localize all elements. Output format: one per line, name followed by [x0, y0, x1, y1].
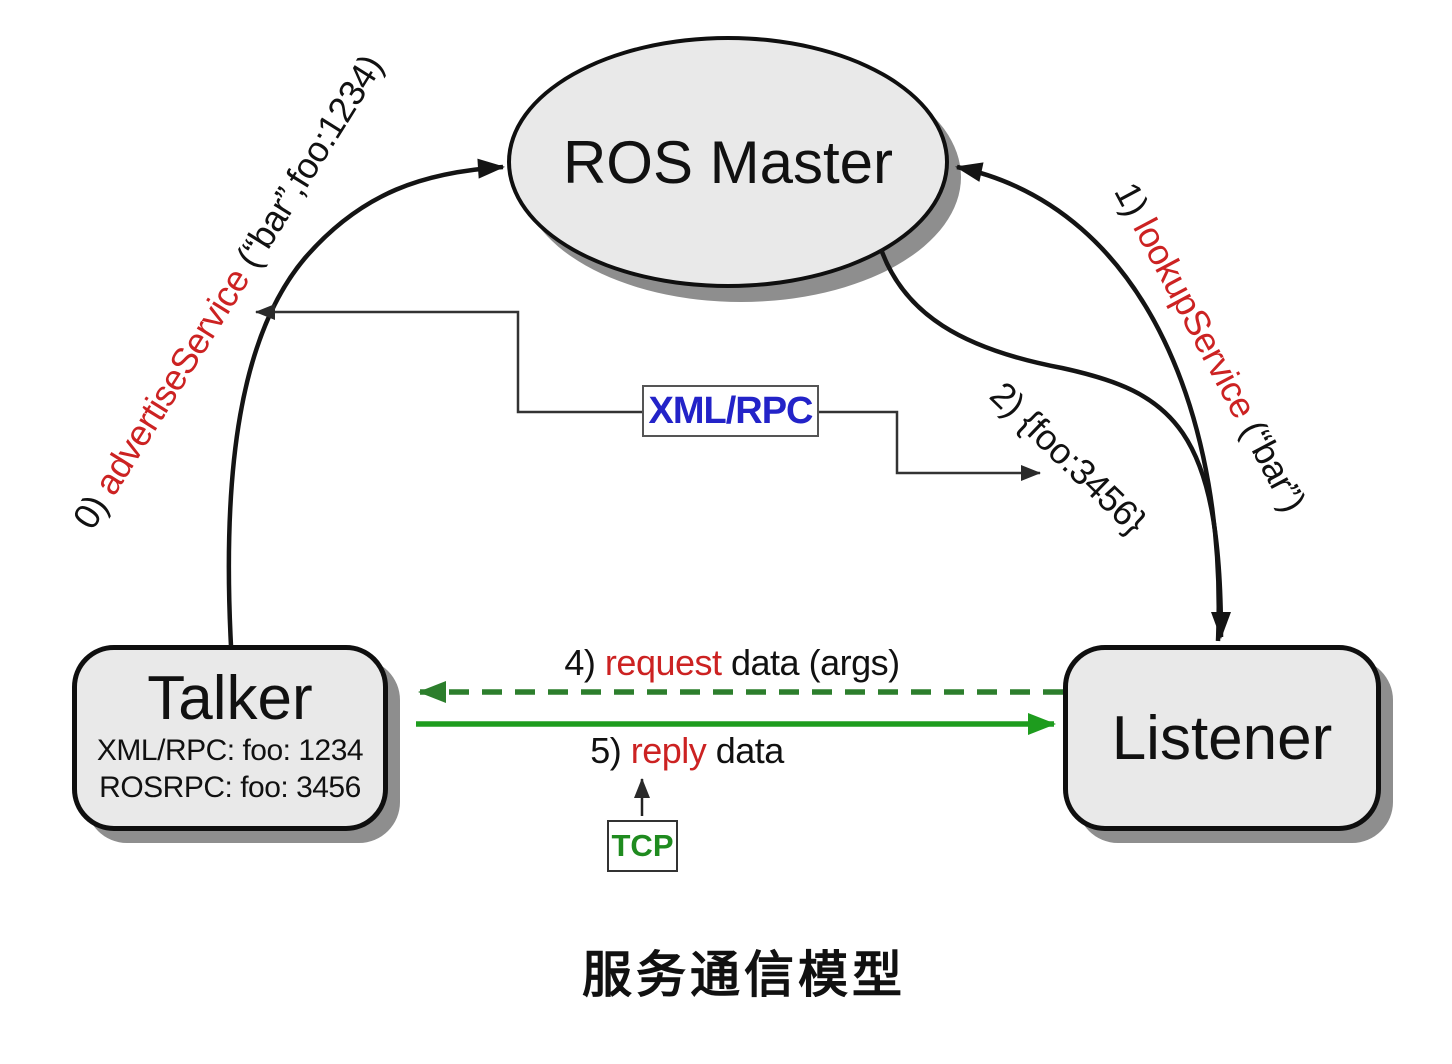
response-text: 2) {foo:3456} [982, 373, 1155, 542]
tcp-protocol-label: TCP [611, 828, 674, 863]
talker-rosrpc-port: ROSRPC: foo: 3456 [99, 771, 361, 804]
lookup-service-label: 1) lookupService (“bar”) [1106, 175, 1315, 519]
ros-master-node: ROS Master [507, 36, 949, 288]
lookup-keyword: lookupService [1125, 211, 1265, 425]
ros-master-label: ROS Master [562, 128, 894, 196]
talker-node: Talker XML/RPC: foo: 1234 ROSRPC: foo: 3… [72, 645, 388, 831]
xmlrpc-protocol-box: XML/RPC [642, 385, 819, 437]
listener-label: Listener [1111, 703, 1333, 773]
request-keyword: request [604, 642, 722, 683]
response-payload-label: 2) {foo:3456} [982, 373, 1155, 543]
reply-data-label: 5) reply data [590, 730, 784, 772]
listener-node: Listener [1063, 645, 1381, 831]
advertise-keyword: advertiseService [85, 260, 258, 502]
advertise-service-label: 0) advertiseService (“bar”,foo:1234) [64, 48, 391, 537]
request-args: data (args) [721, 642, 900, 683]
reply-args: data [706, 730, 785, 771]
talker-xmlrpc-port: XML/RPC: foo: 1234 [96, 734, 364, 767]
talker-label: Talker [147, 664, 313, 733]
reply-step-number: 5) [590, 730, 631, 771]
xmlrpc-protocol-label: XML/RPC [648, 389, 814, 432]
reply-keyword: reply [630, 730, 707, 771]
request-step-number: 4) [564, 642, 605, 683]
diagram-caption: 服务通信模型 [582, 947, 906, 1003]
lookup-args: (“bar”) [1228, 405, 1315, 519]
advertise-args: (“bar”,foo:1234) [222, 47, 391, 283]
request-data-label: 4) request data (args) [564, 642, 900, 684]
tcp-protocol-box: TCP [607, 820, 678, 872]
